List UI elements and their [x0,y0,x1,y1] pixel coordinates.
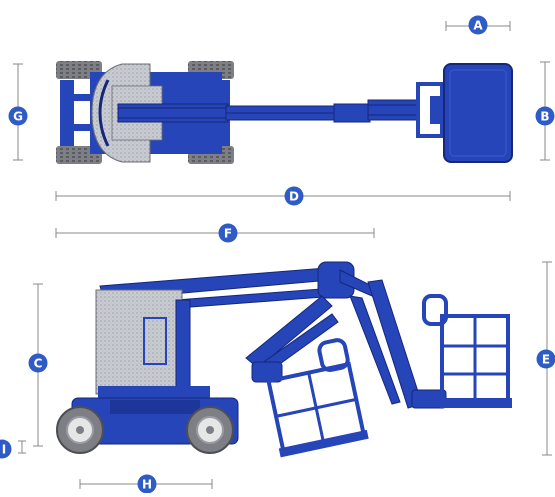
platform-floor-right [440,398,512,408]
counterweight-side [96,290,182,394]
badge-h: H [138,475,157,494]
badge-g-label: G [13,110,23,124]
side-view [57,262,512,457]
badge-b: B [536,107,555,126]
turntable-pillar [176,300,190,396]
boom-stage-2-top [334,104,370,122]
badge-f-label: F [224,227,232,241]
badge-e: E [537,350,555,369]
badge-a: A [469,16,488,35]
badge-c: C [29,354,48,373]
badge-f: F [219,224,238,243]
badge-a-label: A [473,19,483,33]
rotator-core-top [430,96,440,124]
main-boom-base-top [118,104,228,122]
badge-b-label: B [540,110,549,124]
chassis-rail-bottom [66,124,92,131]
badge-i: I [0,440,12,459]
top-view [56,61,512,164]
badge-h-label: H [142,478,152,492]
badge-d: D [285,187,304,206]
jib-arm-top [368,100,418,120]
badge-i-label: I [2,443,6,457]
chassis-rail-top [66,94,92,101]
badge-e-label: E [542,353,550,367]
badge-c-label: C [34,357,43,371]
badge-d-label: D [289,190,299,204]
badge-g: G [9,107,28,126]
platform-basket-top [444,64,512,162]
left-axle [60,80,74,146]
